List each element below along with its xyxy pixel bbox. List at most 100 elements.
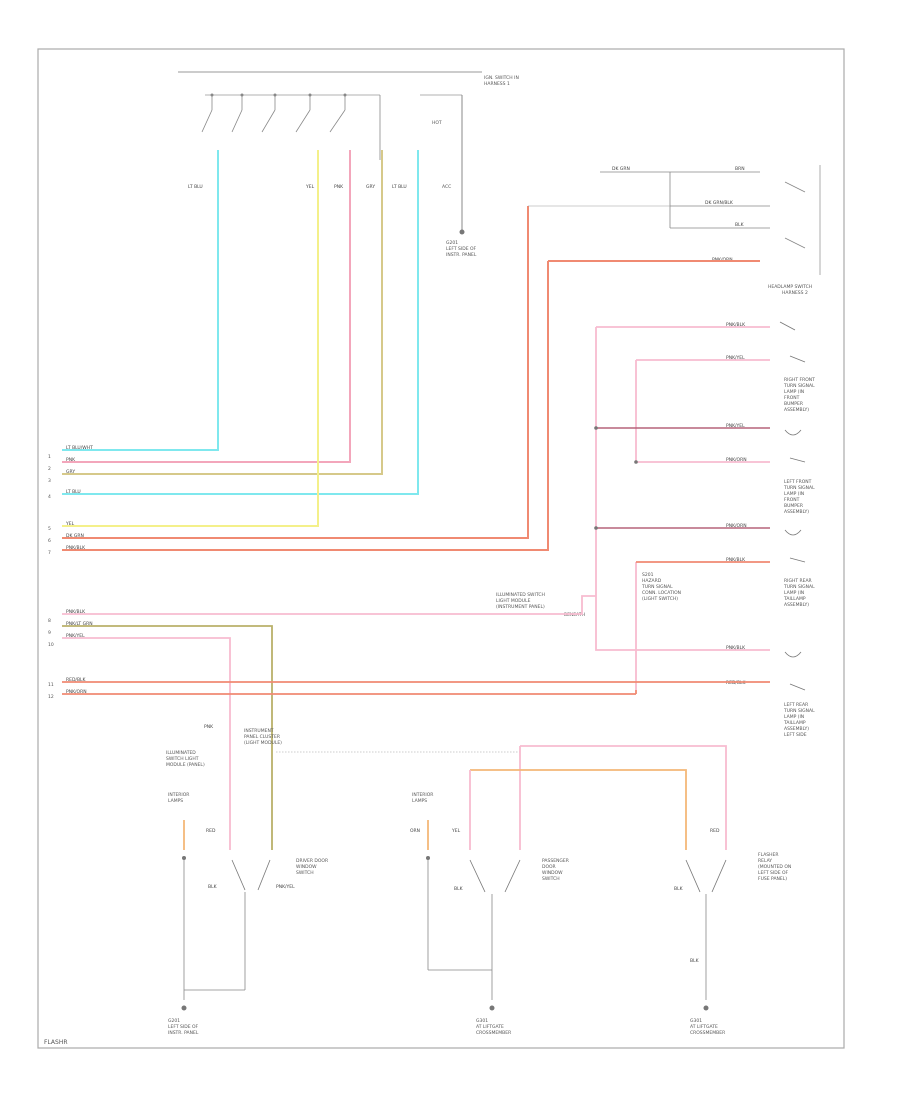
hot-fuse-label-2: ACC xyxy=(442,184,451,190)
splice-5: (LIGHT SWITCH) xyxy=(642,596,678,602)
rr-lamp-5: ASSEMBLY) xyxy=(784,602,809,608)
top-wire-4: GRY xyxy=(366,184,375,190)
left-pin-3: 3 xyxy=(48,478,51,484)
headlamp-wire-2: BRN xyxy=(735,166,745,172)
ignition-switch-label-1: IGN. SWITCH IN xyxy=(484,75,519,81)
interior-lamp-l-1: INTERIOR xyxy=(168,792,189,798)
gnd-bm-2: AT LIFTGATE xyxy=(476,1024,504,1030)
splice-4: CONN. LOCATION xyxy=(642,590,681,596)
headlamp-wire-1: DK GRN xyxy=(612,166,630,172)
hazard-module-2: LIGHT MODULE xyxy=(496,598,531,604)
left-front-lamp-label: LEFT FRONT TURN SIGNAL LAMP (IN FRONT BU… xyxy=(783,479,815,515)
bottom-wire-5: ORN xyxy=(410,828,420,834)
passenger-door-switch: INTERIOR LAMPS PASSENGER DOOR WINDOW SWI… xyxy=(412,792,569,1036)
rr-lamp-3: LAMP (IN xyxy=(784,590,804,596)
right-wire-4: PNK/ORN xyxy=(726,457,747,463)
mid-pin-2: 9 xyxy=(48,630,51,636)
lf-lamp-5: BUMPER xyxy=(784,503,803,509)
driver-door-3: SWITCH xyxy=(296,870,314,876)
ignition-wire-labels: LT BLU YEL PNK GRY LT BLU xyxy=(188,184,407,190)
lr-lamp-4: TAILLAMP xyxy=(783,720,806,726)
wire-pnk xyxy=(62,150,351,463)
top-wire-1: LT BLU xyxy=(188,184,203,190)
turn-lamp-wires xyxy=(595,326,770,690)
lamp-symbols xyxy=(779,321,806,691)
hazard-module-label: ILLUMINATED SWITCH LIGHT MODULE (INSTRUM… xyxy=(496,592,585,618)
low-wire-2: PNK/ORN xyxy=(66,689,87,695)
left-wire-2: PNK xyxy=(66,457,76,463)
middle-connector-labels: PNK/BLK PNK/LT GRN PNK/YEL 8 9 10 RED/BL… xyxy=(48,609,93,700)
headlamp-switch: DK GRN BRN DK GRN/BLK BLK PNK/ORN HEADLA… xyxy=(600,165,821,296)
rf-lamp-6: ASSEMBLY) xyxy=(784,407,809,413)
illum-module-label: ILLUMINATED SWITCH LIGHT MODULE (PANEL) … xyxy=(166,728,282,768)
wire-pnk-blk xyxy=(62,261,549,551)
rr-lamp-1: RIGHT REAR xyxy=(784,578,812,584)
left-pin-2: 2 xyxy=(48,466,51,472)
right-wire-7: PNK/BLK xyxy=(726,645,746,651)
interior-lamp-m-2: LAMPS xyxy=(412,798,427,804)
splice-1: S201 xyxy=(642,572,654,578)
left-pin-6: 6 xyxy=(48,538,51,544)
splice-3: TURN SIGNAL xyxy=(641,584,673,590)
illum-1: ILLUMINATED xyxy=(166,750,196,756)
bottom-wire-3: BLK xyxy=(208,884,218,890)
splice-2: HAZARD xyxy=(642,578,662,584)
middle-wires xyxy=(62,595,770,850)
flasher-1: FLASHER xyxy=(758,852,779,858)
ground-g201-label-3: INSTR. PANEL xyxy=(446,252,477,258)
flasher-relay: FLASHER RELAY (MOUNTED ON LEFT SIDE OF F… xyxy=(685,852,791,1036)
top-wire-3: PNK xyxy=(334,184,344,190)
flasher-2: RELAY xyxy=(758,858,772,864)
right-wire-1: PNK/BLK xyxy=(726,322,746,328)
right-wire-labels: PNK/BLK PNK/YEL PNK/YEL PNK/ORN PNK/ORN … xyxy=(726,322,747,686)
low-wire-1: RED/BLK xyxy=(66,677,87,683)
illum-3: MODULE (PANEL) xyxy=(166,762,205,768)
diagram-frame xyxy=(37,48,845,1049)
lr-lamp-5: ASSEMBLY) xyxy=(784,726,809,732)
lr-lamp-1: LEFT REAR xyxy=(784,702,808,708)
headlamp-wire-4: BLK xyxy=(735,222,745,228)
left-connector-labels: LT BLU/WHT PNK GRY LT BLU YEL DK GRN PNK… xyxy=(48,445,93,556)
left-wire-5: YEL xyxy=(65,521,75,527)
bottom-wire-2: RED xyxy=(206,828,216,834)
wire-gry xyxy=(62,150,383,475)
bottom-power-wires xyxy=(469,745,727,850)
bottom-wire-7: BLK xyxy=(454,886,464,892)
hazard-module-4: BENEATH xyxy=(564,612,585,618)
right-rear-lamp-label: RIGHT REAR TURN SIGNAL LAMP (IN TAILLAMP… xyxy=(783,578,815,608)
bottom-wire-6: YEL xyxy=(451,828,461,834)
headlamp-wire-3: DK GRN/BLK xyxy=(705,200,734,206)
lr-lamp-2: TURN SIGNAL xyxy=(783,708,815,714)
right-front-lamp-label: RIGHT FRONT TURN SIGNAL LAMP (IN FRONT B… xyxy=(783,377,815,413)
bottom-wire-9: RED xyxy=(710,828,720,834)
pass-door-4: SWITCH xyxy=(542,876,560,882)
left-wire-3: GRY xyxy=(66,469,75,475)
footer-label: FLASHR xyxy=(44,1039,68,1046)
left-wire-4: LT BLU xyxy=(66,489,81,495)
mid-wire-3: PNK/YEL xyxy=(66,633,85,639)
left-wire-7: PNK/BLK xyxy=(66,545,86,551)
rf-lamp-5: BUMPER xyxy=(784,401,803,407)
splice-label: S201 HAZARD TURN SIGNAL CONN. LOCATION (… xyxy=(641,572,681,602)
mid-pin-3: 10 xyxy=(48,642,54,648)
mid-pin-1: 8 xyxy=(48,618,51,624)
right-wire-3: PNK/YEL xyxy=(726,423,745,429)
gnd-bl-3: INSTR. PANEL xyxy=(168,1030,199,1036)
left-wire-6: DK GRN xyxy=(66,533,84,539)
left-wire-1: LT BLU/WHT xyxy=(66,445,93,451)
right-wire-6: PNK/BLK xyxy=(726,557,746,563)
driver-door-2: WINDOW xyxy=(296,864,317,870)
mid-wire-1: PNK/BLK xyxy=(66,609,86,615)
gnd-bl-2: LEFT SIDE OF xyxy=(168,1024,199,1030)
gnd-bm-1: G301 xyxy=(476,1018,488,1024)
lf-lamp-4: FRONT xyxy=(784,497,800,503)
flasher-3: (MOUNTED ON xyxy=(758,864,791,870)
low-pin-1: 11 xyxy=(48,682,54,688)
driver-door-switch: INTERIOR LAMPS DRIVER DOOR WINDOW SWITCH… xyxy=(168,792,328,1036)
bottom-wire-4: PNK/YEL xyxy=(276,884,295,890)
bottom-wire-8: BLK xyxy=(674,886,684,892)
left-rear-lamp-label: LEFT REAR TURN SIGNAL LAMP (IN TAILLAMP … xyxy=(783,702,815,738)
flasher-5: FUSE PANEL) xyxy=(758,876,787,882)
lf-lamp-2: TURN SIGNAL xyxy=(783,485,815,491)
